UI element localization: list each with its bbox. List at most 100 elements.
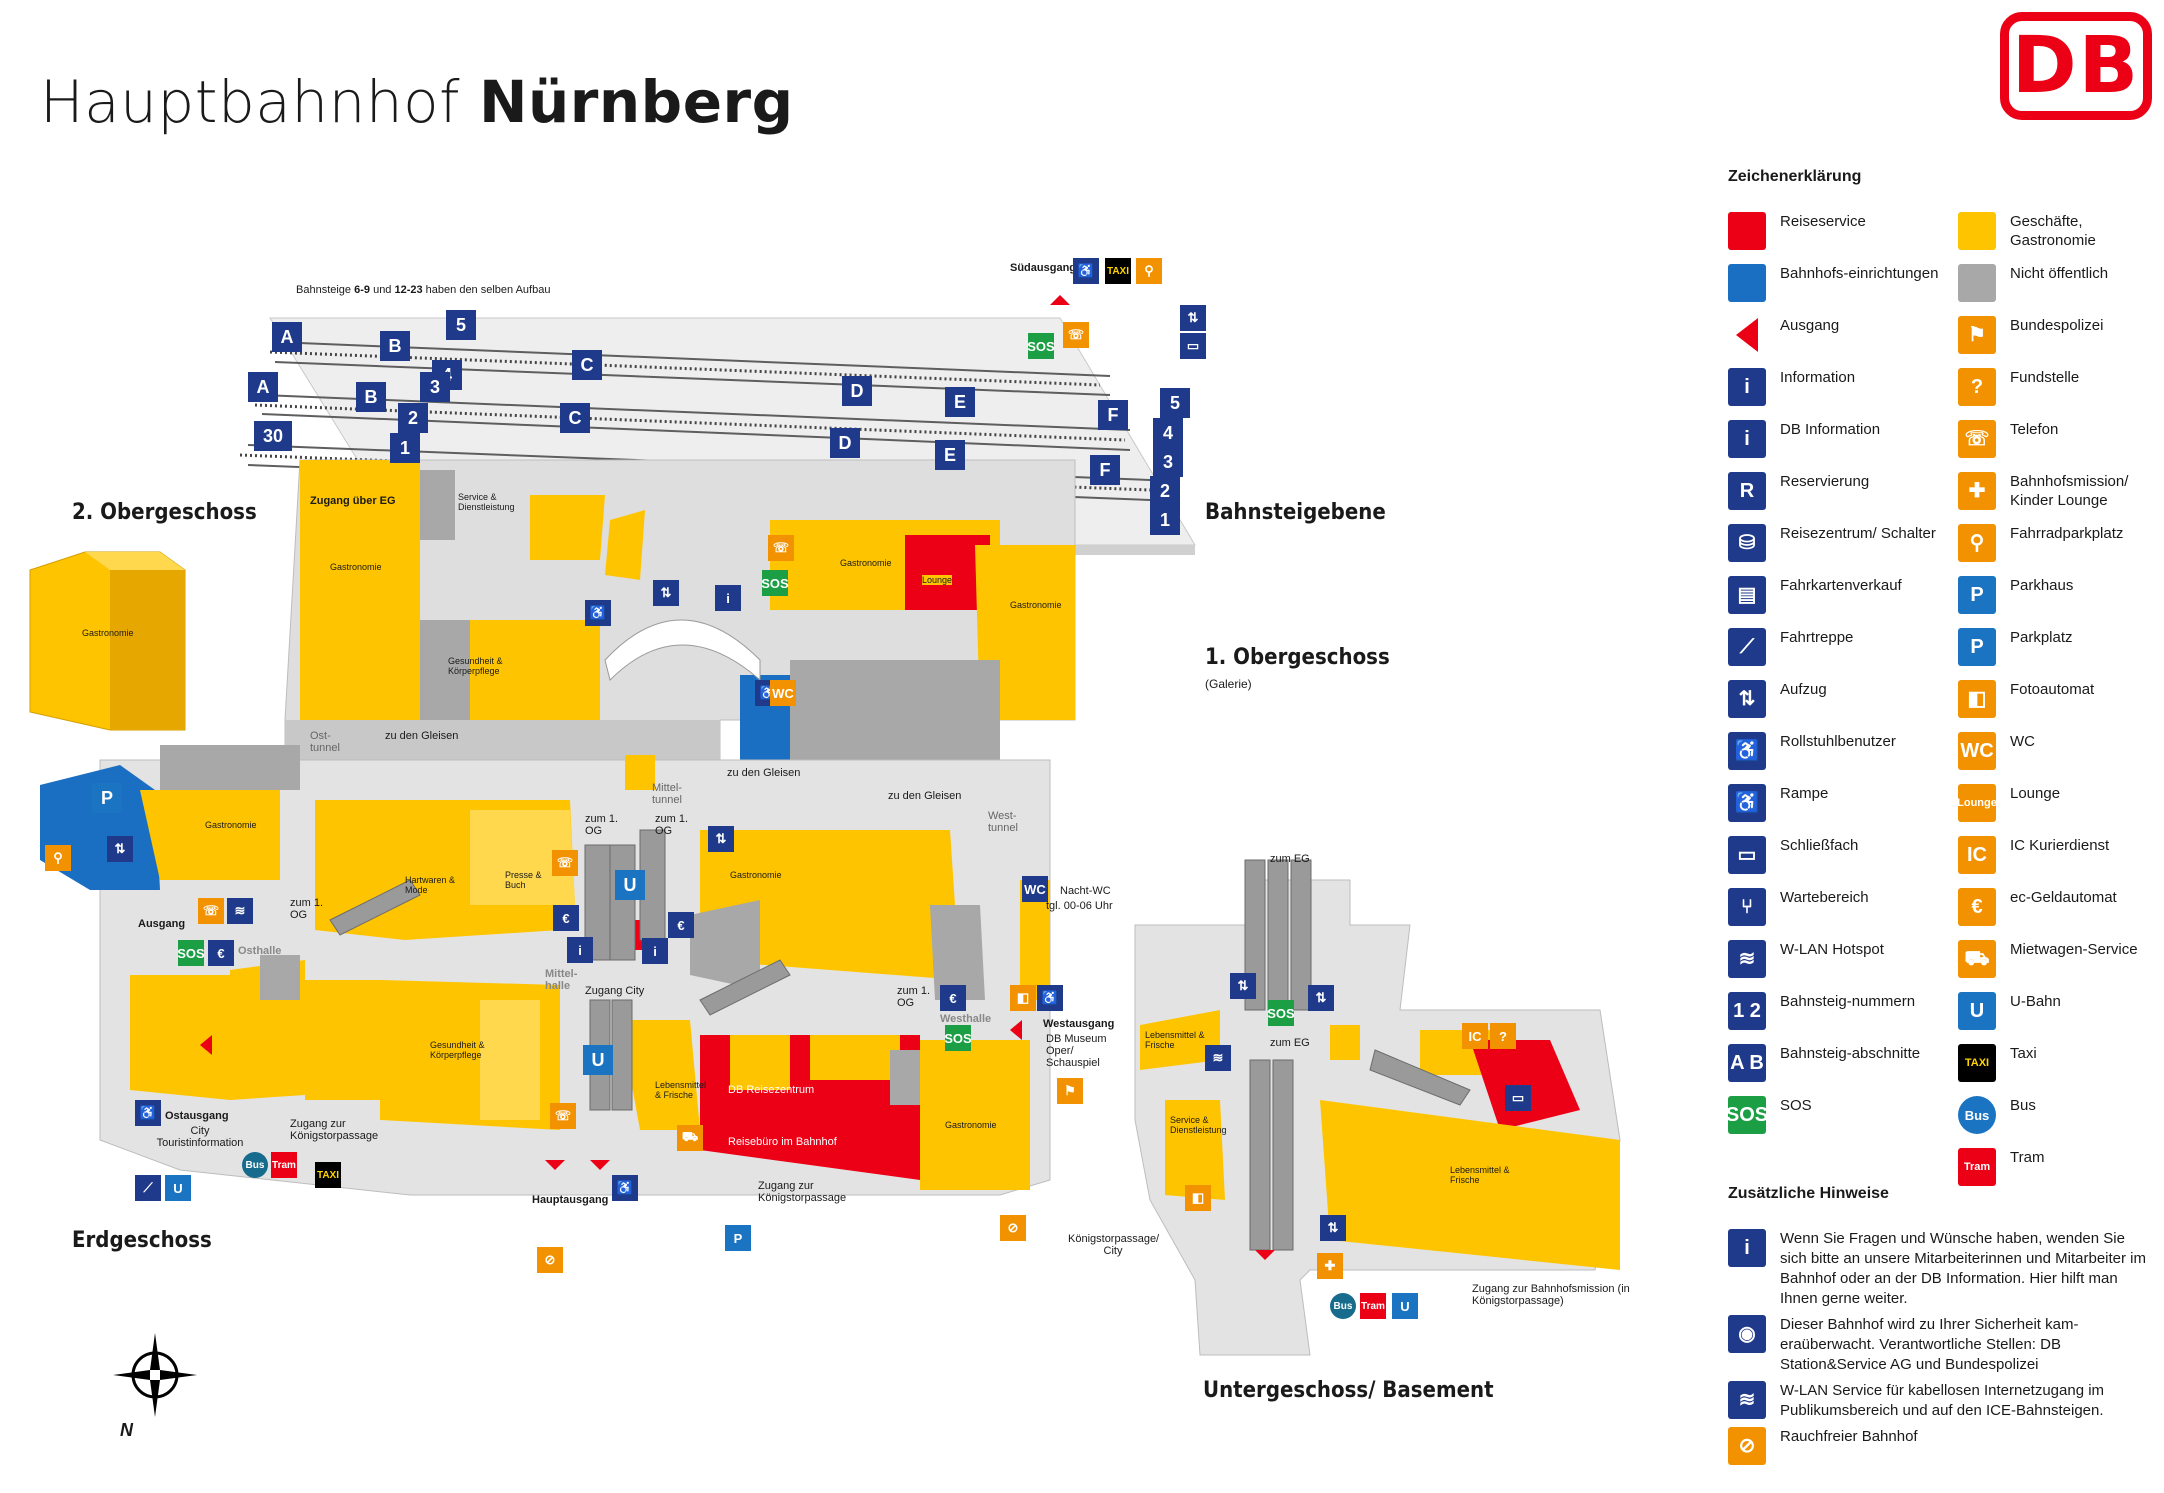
label-suedausgang: Südausgang	[1010, 262, 1077, 274]
legend-label: Bus	[2010, 1097, 2036, 1114]
locker-icon: ▭	[1180, 333, 1206, 359]
legend-swatch-icon: ☏	[1958, 420, 1996, 458]
label-gastro-eg-west: Gastronomie	[945, 1120, 997, 1130]
legend-item: Bahnhofs-einrichtungen	[1728, 264, 1958, 302]
ic-courier-icon: IC	[1462, 1023, 1488, 1049]
exit-markers	[200, 295, 1275, 1260]
no-smoking-icon: ⊘	[1000, 1215, 1026, 1241]
platform-number-icon: 2	[1150, 476, 1180, 506]
wheelchair-icon: ♿	[135, 1100, 161, 1126]
label-zugang-mission: Zugang zur Bahnhofsmission (in Königstor…	[1472, 1283, 1630, 1307]
legend-swatch-icon	[1958, 212, 1996, 250]
legend-item: ▭Schließfach	[1728, 836, 1958, 874]
hint-text: W-LAN Service für kabellosen Internetzug…	[1780, 1382, 2105, 1419]
legend-label: Lounge	[2010, 785, 2061, 802]
hint-item: ≋ W-LAN Service für kabellosen Internetzu…	[1728, 1381, 2148, 1421]
label-gesundheit-og1: Gesundheit & Körperpflege	[448, 656, 503, 676]
legend-label: Mietwagen-Service	[2010, 941, 2138, 958]
legend-swatch-icon: ♿	[1728, 732, 1766, 770]
legend-item: ⑂Wartebereich	[1728, 888, 1958, 926]
legend-label: U-Bahn	[2010, 993, 2061, 1010]
platform-number-icon: 5	[1160, 388, 1190, 418]
platform-number-icon: 3	[420, 372, 450, 402]
telephone-icon: ☏	[550, 1103, 576, 1129]
wc-icon: WC	[770, 680, 796, 706]
label-ug: Untergeschoss/ Basement	[1203, 1378, 1494, 1403]
rental-car-icon: ⛟	[677, 1125, 703, 1151]
legend-item: ☏Telefon	[1958, 420, 2148, 458]
north-label: N	[120, 1420, 133, 1440]
legend-label: Parkhaus	[2010, 577, 2074, 594]
section-icon: E	[935, 440, 965, 470]
legend-label: WC	[2010, 733, 2035, 750]
u-bahn-icon: U	[165, 1175, 191, 1201]
legend-item: ◧Fotoautomat	[1958, 680, 2148, 718]
legend-swatch-icon: i	[1728, 368, 1766, 406]
hint-icon: ≋	[1728, 1381, 1766, 1419]
legend-label: Bundespolizei	[2010, 317, 2104, 334]
label-reisebuero: Reisebüro im Bahnhof	[728, 1136, 837, 1148]
legend-label: Fahrkartenverkauf	[1780, 577, 1902, 594]
label-osthalle: Osthalle	[238, 945, 282, 957]
bus-icon: Bus	[1330, 1293, 1356, 1319]
tram-icon: Tram	[1360, 1293, 1386, 1319]
legend-swatch-icon: ♿	[1728, 784, 1766, 822]
station-map	[29, 295, 1621, 1417]
section-icon: B	[380, 331, 410, 361]
legend-swatch-icon: P	[1958, 628, 1996, 666]
wifi-icon: ≋	[1205, 1045, 1231, 1071]
legend-item: ⚲Fahrradparkplatz	[1958, 524, 2148, 562]
label-lebensmittel-ug: Lebensmittel & Frische	[1450, 1165, 1510, 1185]
label-lebensmittel-ug2: Lebensmittel & Frische	[1145, 1030, 1205, 1050]
legend-label: Geschäfte, Gastronomie	[2010, 213, 2096, 249]
section-icon: F	[1090, 455, 1120, 485]
telephone-icon: ☏	[198, 898, 224, 924]
label-eg: Erdgeschoss	[72, 1228, 212, 1253]
label-gesundheit-eg: Gesundheit & Körperpflege	[430, 1040, 485, 1060]
legend-item: ✚Bahnhofsmission/ Kinder Lounge	[1958, 472, 2148, 510]
legend-label: W-LAN Hotspot	[1780, 941, 1884, 958]
label-hauptausgang: Hauptausgang	[532, 1194, 609, 1206]
section-icon: C	[572, 350, 602, 380]
photo-booth-icon: ◧	[1185, 1185, 1211, 1211]
legend-swatch-icon: A B	[1728, 1044, 1766, 1082]
legend-swatch-icon: ≋	[1728, 940, 1766, 978]
label-og2: 2. Obergeschoss	[72, 500, 257, 525]
platform-note: Bahnsteige 6-9 und 12-23 haben den selbe…	[296, 284, 551, 296]
legend-label: Bahnsteig-nummern	[1780, 993, 1916, 1010]
legend-item: €ec-Geldautomat	[1958, 888, 2148, 926]
telephone-icon: ☏	[768, 535, 794, 561]
tram-icon: Tram	[271, 1152, 297, 1178]
label-og1-sub: (Galerie)	[1205, 677, 1252, 691]
label-zu-gleisen-1: zu den Gleisen	[385, 730, 459, 742]
legend-swatch-icon: R	[1728, 472, 1766, 510]
label-zum-eg-1: zum EG	[1270, 853, 1310, 865]
label-og1: 1. Obergeschoss	[1205, 645, 1390, 670]
legend-swatch-icon	[1728, 316, 1766, 354]
information-icon: i	[567, 937, 593, 963]
section-icon: D	[842, 376, 872, 406]
wheelchair-icon: ♿	[585, 600, 611, 626]
legend-swatch-icon	[1728, 264, 1766, 302]
legend-label: Tram	[2010, 1149, 2045, 1166]
legend-item: ⛁Reisezentrum/ Schalter	[1728, 524, 1958, 562]
label-westausgang: Westausgang	[1043, 1018, 1115, 1030]
legend-swatch-icon: Lounge	[1957, 784, 1997, 822]
legend-label: Fahrtreppe	[1780, 629, 1854, 646]
hints-title: Zusätzliche Hinweise	[1728, 1185, 1889, 1202]
label-zugang-eg: Zugang über EG	[310, 495, 396, 507]
legend-swatch-icon: IC	[1958, 836, 1996, 874]
label-service-ug: Service & Dienstleistung	[1170, 1115, 1227, 1135]
legend-item: Nicht öffentlich	[1958, 264, 2148, 302]
label-zu-gleisen-2: zu den Gleisen	[727, 767, 801, 779]
